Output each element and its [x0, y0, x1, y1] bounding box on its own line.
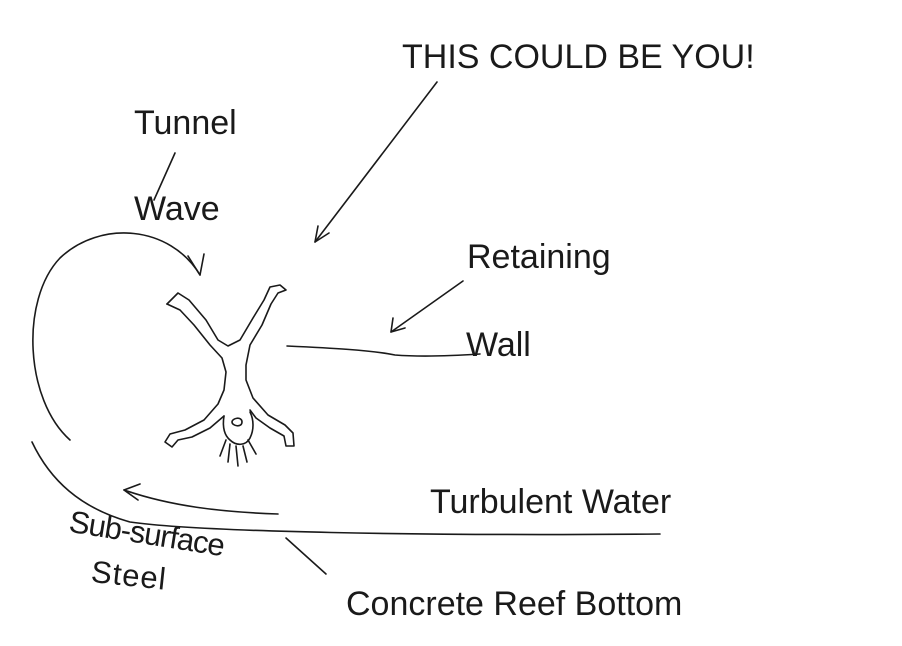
retaining-label: Retaining	[467, 238, 611, 276]
retaining-wall-arrow	[390, 280, 464, 333]
wall-label: Wall	[466, 326, 531, 364]
sub-surface-steel-line	[31, 441, 661, 536]
wave-label: Wave	[134, 190, 220, 228]
wave-curl	[32, 232, 205, 441]
headline-label: THIS COULD BE YOU!	[402, 38, 755, 76]
stick-figure	[164, 284, 295, 467]
retaining-wall-line	[286, 345, 481, 357]
turbulent-water-arrow	[123, 483, 279, 515]
tunnel-pointer-line	[153, 152, 176, 201]
headline-arrow	[314, 81, 438, 243]
concrete-reef-bottom-label: Concrete Reef Bottom	[346, 585, 683, 623]
concrete-reef-pointer	[285, 537, 327, 575]
turbulent-water-label: Turbulent Water	[430, 483, 672, 521]
tunnel-label: Tunnel	[134, 104, 237, 142]
steel-label: Steel	[89, 554, 169, 597]
